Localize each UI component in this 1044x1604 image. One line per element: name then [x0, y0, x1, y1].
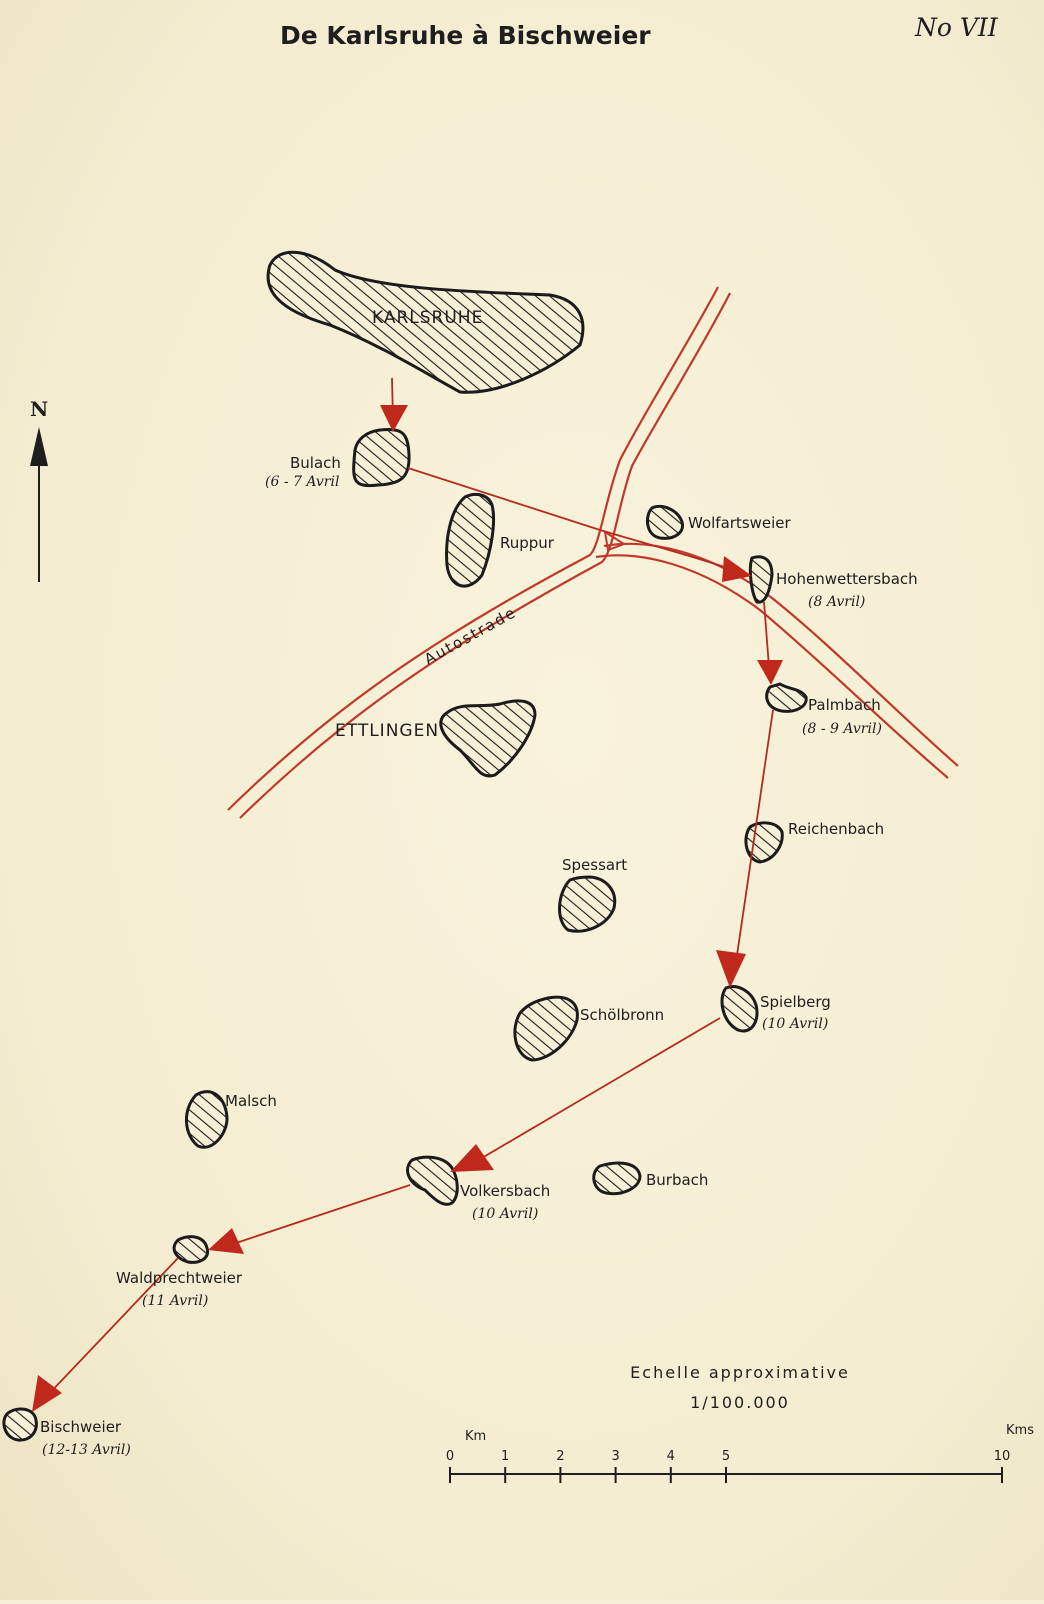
label-bischweier: Bischweier	[40, 1418, 122, 1436]
label-volkersbach: Volkersbach	[460, 1182, 550, 1200]
scale-tick-label: 2	[556, 1449, 564, 1464]
label-palmbach: Palmbach	[808, 696, 881, 714]
autostrade-junction	[603, 529, 627, 552]
scale-ticks: 0 1 2 3 4 5 10	[446, 1449, 1010, 1483]
map-title: De Karlsruhe à Bischweier	[280, 21, 651, 50]
north-arrow-head	[30, 427, 48, 466]
label-karlsruhe: KARLSRUHE	[372, 308, 483, 328]
scale-label: Echelle approximative	[630, 1363, 850, 1382]
scale-block: Echelle approximative 1/100.000 Km Kms 0…	[446, 1363, 1034, 1483]
label-ruppur: Ruppur	[500, 534, 555, 552]
route-arrow-spielberg	[716, 950, 746, 988]
route-arrow-bischweier	[32, 1375, 62, 1412]
town-spessart	[558, 875, 617, 933]
route-spielberg-volkersbach	[469, 1017, 721, 1166]
town-bischweier	[2, 1407, 38, 1442]
scale-ratio: 1/100.000	[690, 1393, 790, 1412]
scale-tick-label: 4	[667, 1449, 675, 1464]
towns	[2, 250, 808, 1442]
label-burbach: Burbach	[646, 1171, 708, 1189]
date-waldprechtweier: (11 Avril)	[142, 1293, 208, 1309]
label-bulach: Bulach	[290, 454, 341, 472]
autostrade-label: Autostrade	[421, 603, 519, 669]
route-arrow-bulach	[380, 405, 408, 432]
date-hohenwettersbach: (8 Avril)	[808, 594, 865, 610]
label-spielberg: Spielberg	[760, 993, 831, 1011]
autostrade-line-b	[239, 292, 731, 819]
town-waldprechtweier	[172, 1235, 210, 1264]
label-malsch: Malsch	[225, 1092, 277, 1110]
label-wolfartsweier: Wolfartsweier	[688, 514, 792, 532]
autostrade-branch-a	[595, 554, 949, 779]
label-scholbronn: Schölbronn	[580, 1006, 664, 1024]
town-burbach	[592, 1161, 642, 1196]
date-spielberg: (10 Avril)	[762, 1016, 828, 1032]
town-wolfartsweier	[646, 504, 685, 540]
label-spessart: Spessart	[562, 856, 627, 874]
label-waldprechtweier: Waldprechtweier	[116, 1269, 243, 1287]
town-malsch	[185, 1090, 229, 1149]
scale-tick-label: 3	[611, 1449, 619, 1464]
scale-unit-start: Km	[465, 1429, 486, 1444]
town-karlsruhe	[266, 250, 585, 394]
date-volkersbach: (10 Avril)	[472, 1206, 538, 1222]
date-bischweier: (12-13 Avril)	[42, 1442, 131, 1458]
label-hohenwettersbach: Hohenwettersbach	[776, 570, 918, 588]
north-label: N	[30, 397, 48, 421]
north-arrow: N	[30, 397, 48, 582]
route-arrow-waldprechtweier	[208, 1228, 244, 1254]
label-reichenbach: Reichenbach	[788, 820, 884, 838]
town-hohenwettersbach	[748, 555, 774, 604]
town-ruppur	[445, 492, 496, 588]
autostrade-line-a	[227, 286, 719, 811]
place-labels: KARLSRUHE Bulach (6 - 7 Avril Ruppur Wol…	[40, 308, 918, 1458]
scale-tick-label: 1	[501, 1449, 509, 1464]
town-volkersbach	[406, 1155, 459, 1206]
label-ettlingen: ETTLINGEN	[335, 721, 439, 741]
town-ettlingen	[439, 699, 537, 778]
route-arrow-volkersbach	[450, 1144, 494, 1172]
route-palmbach-spielberg	[735, 709, 774, 963]
date-bulach: (6 - 7 Avril	[265, 474, 339, 490]
town-spielberg	[720, 985, 759, 1033]
itinerary-route	[32, 377, 783, 1412]
route-arrow-palmbach	[757, 660, 783, 685]
scale-tick-label: 5	[722, 1449, 730, 1464]
scale-tick-label: 0	[446, 1449, 454, 1464]
route-waldprechtweier-bischweier	[44, 1257, 179, 1399]
route-arrow-hohenwettersbach	[722, 556, 752, 582]
plate-number: No VII	[914, 13, 999, 42]
route-bulach-hohenwettersbach	[407, 467, 741, 573]
town-scholbronn	[513, 995, 579, 1062]
scale-unit-end: Kms	[1006, 1423, 1034, 1438]
scale-tick-label: 10	[994, 1449, 1011, 1464]
date-palmbach: (8 - 9 Avril)	[802, 721, 882, 737]
route-volkersbach-waldprechtweier	[229, 1184, 411, 1246]
town-palmbach	[765, 682, 808, 713]
town-bulach	[352, 428, 411, 488]
